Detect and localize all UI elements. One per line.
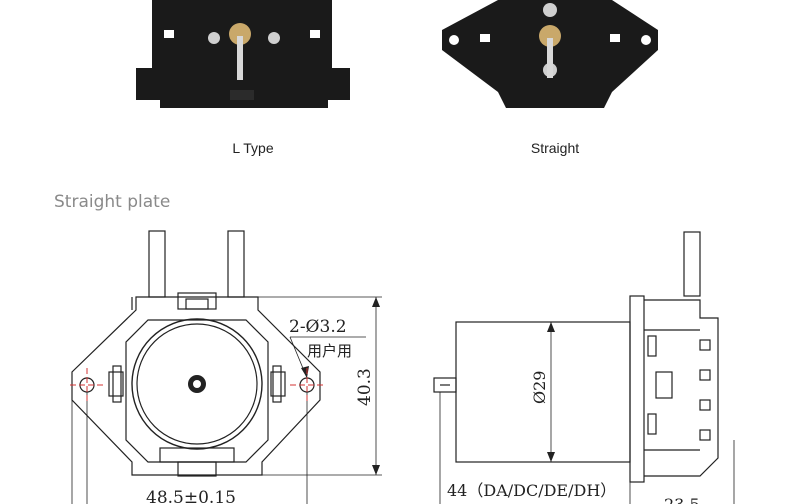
straight-caption: Straight (530, 140, 580, 156)
straight-pump-photo (442, 0, 658, 108)
motor-length-label: 44（DA/DC/DE/DH） (447, 481, 616, 500)
l-type-pump-photo (136, 0, 350, 108)
hole-note-label: 用户用 (307, 342, 352, 360)
partial-dim-label: 23.5 (664, 495, 700, 504)
section-title: Straight plate (54, 192, 171, 212)
height-label: 40.3 (355, 368, 375, 406)
motor-diameter-label: Ø29 (530, 371, 549, 404)
hole-spacing-label: 48.5±0.15 (146, 488, 236, 504)
l-type-caption: L Type (232, 140, 274, 156)
hole-spec-label: 2-Ø3.2 (289, 317, 347, 337)
